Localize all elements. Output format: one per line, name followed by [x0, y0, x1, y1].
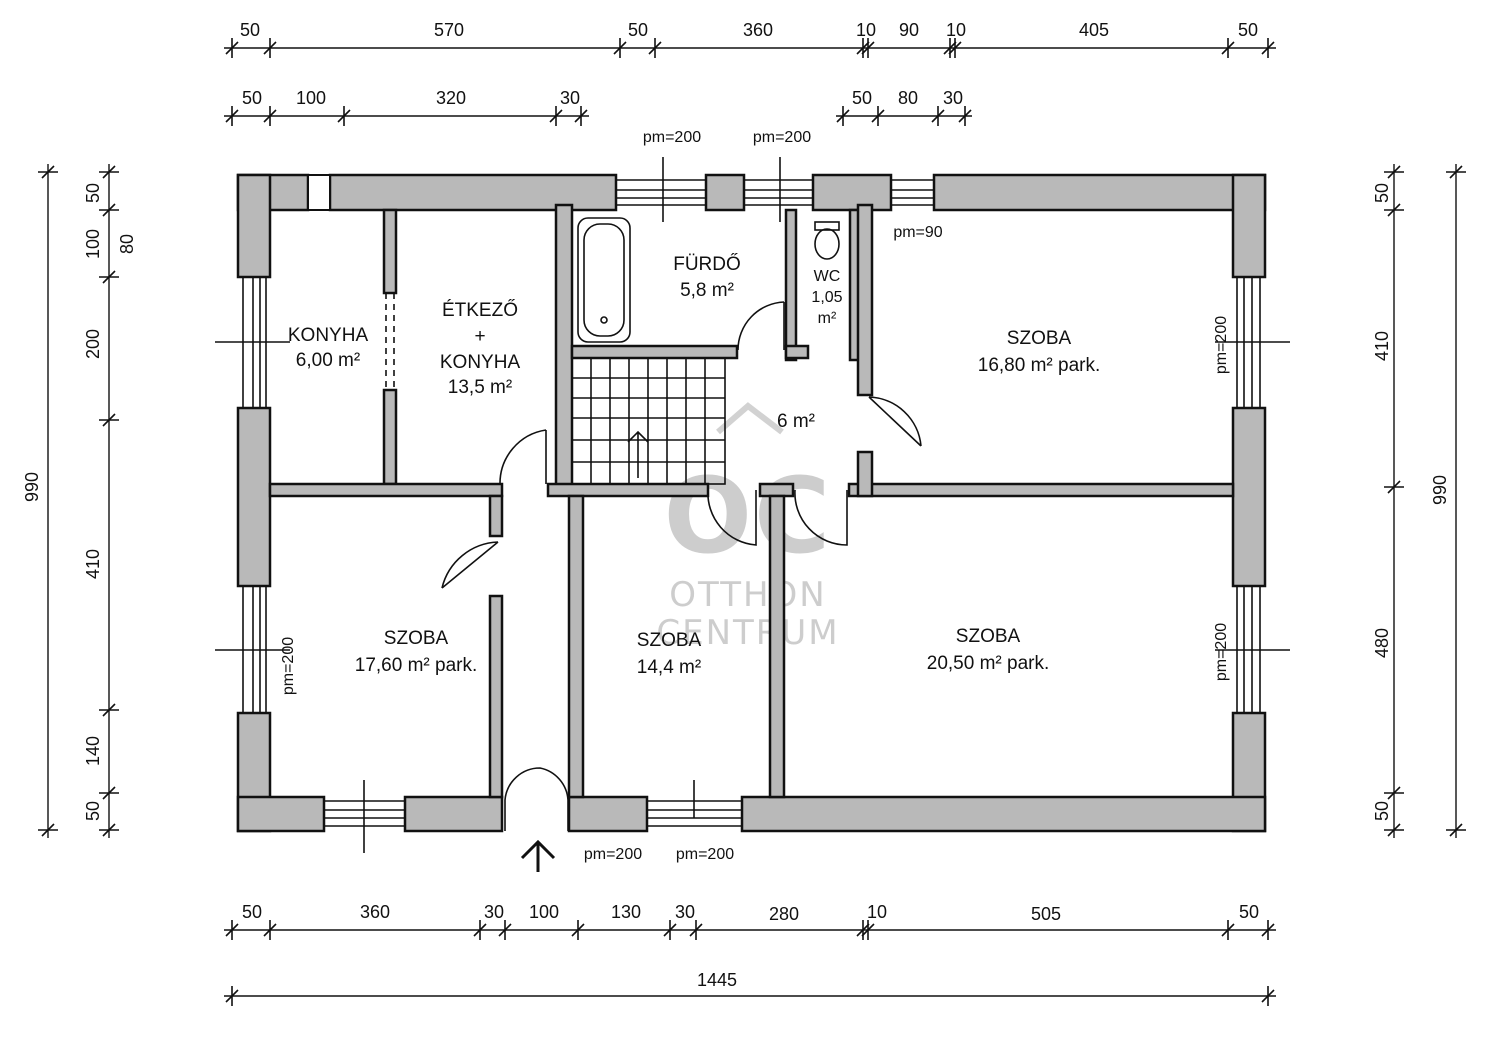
room-wc-unit: m² — [818, 310, 837, 327]
watermark: OC OTTHON CENTRUM — [656, 402, 839, 653]
room-wc-name: WC — [814, 268, 841, 285]
room-labels: KONYHA 6,00 m² ÉTKEZŐ + KONYHA 13,5 m² F… — [288, 253, 1100, 678]
dim-top2-3: 30 — [560, 88, 580, 108]
dim-bottom-total: 1445 — [697, 970, 737, 990]
dim-right-outer: 990 — [1430, 475, 1450, 505]
room-etkezo-plus: + — [474, 326, 485, 347]
dim-bot-7: 10 — [867, 902, 887, 922]
watermark-line1: OTTHON — [669, 575, 826, 615]
room-etkezo-konyha: KONYHA — [440, 352, 521, 373]
label-left-lower-window: pm=200 — [280, 637, 297, 695]
dim-left-outer: 990 — [22, 472, 42, 502]
dim-bot-4: 130 — [611, 902, 641, 922]
room-etkezo-area: 13,5 m² — [448, 377, 512, 398]
dim-top1-0: 50 — [240, 20, 260, 40]
entrance-arrow-icon — [520, 839, 556, 872]
dim-right-2: 480 — [1372, 628, 1392, 658]
dim-top2-2: 320 — [436, 88, 466, 108]
dim-bot-8: 505 — [1031, 904, 1061, 924]
dim-left-extra: 80 — [117, 234, 137, 254]
dim-top1-1: 570 — [434, 20, 464, 40]
dim-top2-0: 50 — [242, 88, 262, 108]
dim-top1-6: 10 — [946, 20, 966, 40]
room-szoba-s-area: 14,4 m² — [637, 657, 701, 678]
watermark-logo: OC — [664, 455, 833, 577]
dim-top1-8: 50 — [1238, 20, 1258, 40]
dim-right-0: 50 — [1372, 183, 1392, 203]
dimension-lines — [47, 47, 1457, 997]
windows — [215, 157, 1290, 853]
dim-right-1: 410 — [1372, 331, 1392, 361]
dim-top2r-1: 80 — [898, 88, 918, 108]
dim-top1-4: 10 — [856, 20, 876, 40]
room-szoba-sw-name: SZOBA — [384, 628, 449, 649]
dim-top2-1: 100 — [296, 88, 326, 108]
dim-top2r-2: 30 — [943, 88, 963, 108]
room-szoba-sw-area: 17,60 m² park. — [355, 655, 478, 676]
room-hall-area: 6 m² — [777, 411, 815, 432]
label-right-lower-window: pm=200 — [1213, 623, 1230, 681]
label-bottom-window-right: pm=200 — [676, 846, 734, 863]
room-etkezo-name: ÉTKEZŐ — [442, 299, 518, 321]
label-ne-window: pm=90 — [893, 224, 942, 241]
dim-bot-0: 50 — [242, 902, 262, 922]
watermark-line2: CENTRUM — [656, 613, 839, 653]
dim-top1-5: 90 — [899, 20, 919, 40]
dim-left-3: 410 — [83, 549, 103, 579]
dimension-ticks — [38, 38, 1466, 1006]
dim-bot-1: 360 — [360, 902, 390, 922]
dim-bot-5: 30 — [675, 902, 695, 922]
room-furdo-area: 5,8 m² — [680, 280, 734, 301]
room-szoba-se-area: 20,50 m² park. — [927, 653, 1050, 674]
room-wc-area: 1,05 — [811, 289, 842, 306]
toilet-icon — [814, 221, 840, 231]
doors — [385, 293, 922, 831]
label-top-wc-window: pm=200 — [753, 129, 811, 146]
stair-arrow-icon — [627, 430, 649, 478]
dim-bot-9: 50 — [1239, 902, 1259, 922]
dim-bot-3: 100 — [529, 902, 559, 922]
room-szoba-se-name: SZOBA — [956, 626, 1021, 647]
opening-labels: pm=200 pm=200 pm=90 pm=200 pm=200 pm=200… — [280, 129, 1230, 863]
dim-bot-6: 280 — [769, 904, 799, 924]
dim-left-1: 100 — [83, 229, 103, 259]
dim-top2r-0: 50 — [852, 88, 872, 108]
label-right-upper-window: pm=200 — [1213, 316, 1230, 374]
room-szoba-ne-name: SZOBA — [1007, 328, 1072, 349]
staircase — [571, 357, 726, 485]
dimension-texts: 50 570 50 360 10 90 10 405 50 50 100 320… — [22, 20, 1450, 990]
dim-right-3: 50 — [1372, 801, 1392, 821]
interior-walls — [268, 203, 1235, 799]
watermark-roof-icon — [716, 402, 784, 435]
fixtures — [577, 217, 840, 343]
room-konyha-area: 6,00 m² — [296, 350, 360, 371]
room-szoba-s-name: SZOBA — [637, 630, 702, 651]
dim-top1-7: 405 — [1079, 20, 1109, 40]
dim-left-5: 50 — [83, 801, 103, 821]
room-szoba-ne-area: 16,80 m² park. — [978, 355, 1101, 376]
dim-left-2: 200 — [83, 329, 103, 359]
label-top-bath-window: pm=200 — [643, 129, 701, 146]
dim-bot-2: 30 — [484, 902, 504, 922]
dim-left-0: 50 — [83, 183, 103, 203]
dim-top1-3: 360 — [743, 20, 773, 40]
dim-top1-2: 50 — [628, 20, 648, 40]
room-furdo-name: FÜRDŐ — [673, 253, 741, 275]
dim-left-4: 140 — [83, 736, 103, 766]
bathtub-icon — [577, 217, 631, 343]
label-bottom-window-left: pm=200 — [584, 846, 642, 863]
room-konyha-name: KONYHA — [288, 325, 369, 346]
